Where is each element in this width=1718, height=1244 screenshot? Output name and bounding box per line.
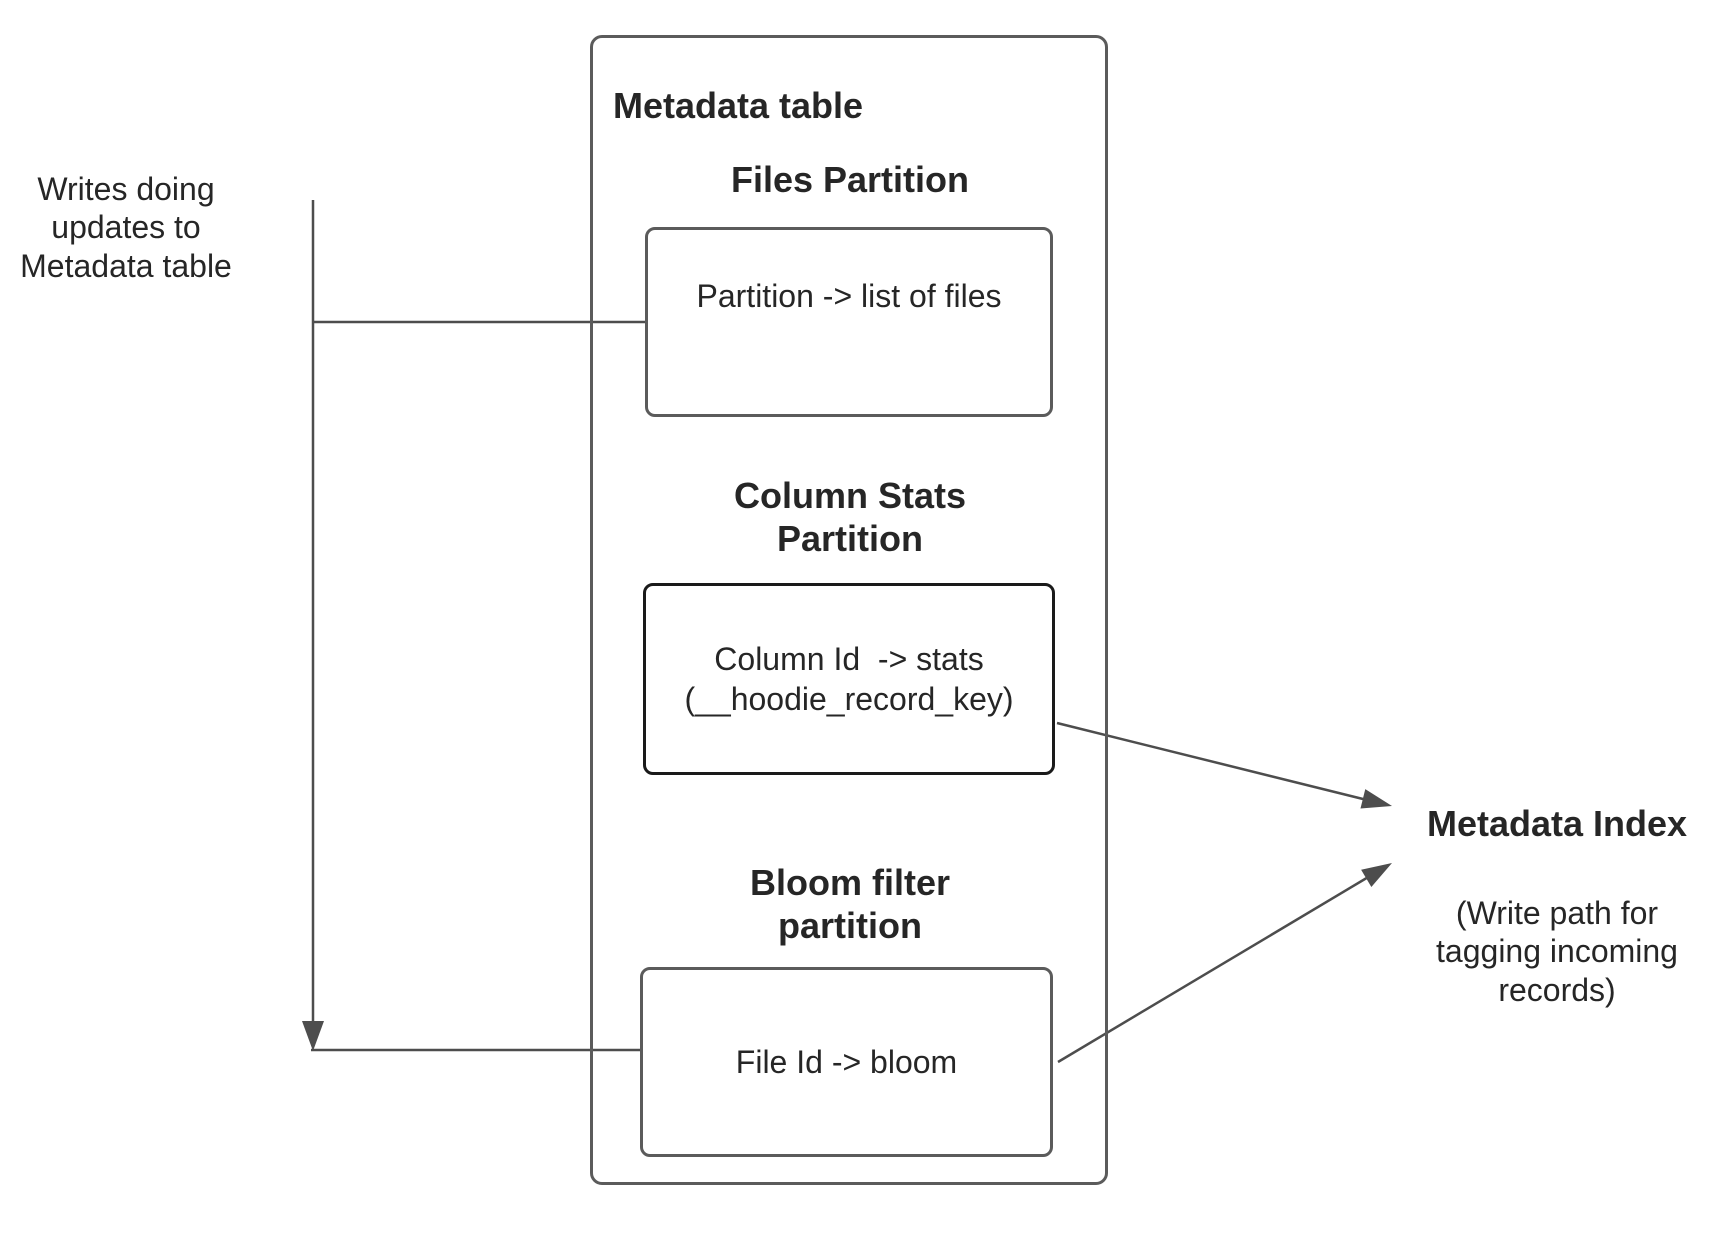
column-stats-partition-box: Column Id -> stats (__hoodie_record_key)	[643, 583, 1055, 775]
down-arrowhead	[302, 1021, 324, 1051]
bloom-to-index-line	[1057, 874, 1371, 1064]
bloom-arrowhead	[1361, 863, 1392, 887]
metadata-table-title: Metadata table	[613, 85, 864, 126]
metadata-table-box	[590, 35, 1108, 1185]
column-stats-partition-heading: Column Stats Partition	[733, 475, 966, 560]
files-partition-heading: Files Partition	[730, 159, 970, 200]
writes-updates-label: Writes doing updates to Metadata table	[20, 171, 232, 284]
metadata-index-title: Metadata Index	[1426, 803, 1688, 844]
files-partition-box: Partition -> list of files	[645, 227, 1053, 417]
colstats-to-index-line	[1056, 721, 1368, 802]
bloom-filter-partition-box: File Id -> bloom	[640, 967, 1053, 1157]
colstats-arrowhead	[1360, 789, 1392, 809]
bloom-filter-partition-heading: Bloom filter partition	[749, 862, 950, 947]
metadata-index-subtitle: (Write path for tagging incoming records…	[1436, 895, 1678, 1008]
